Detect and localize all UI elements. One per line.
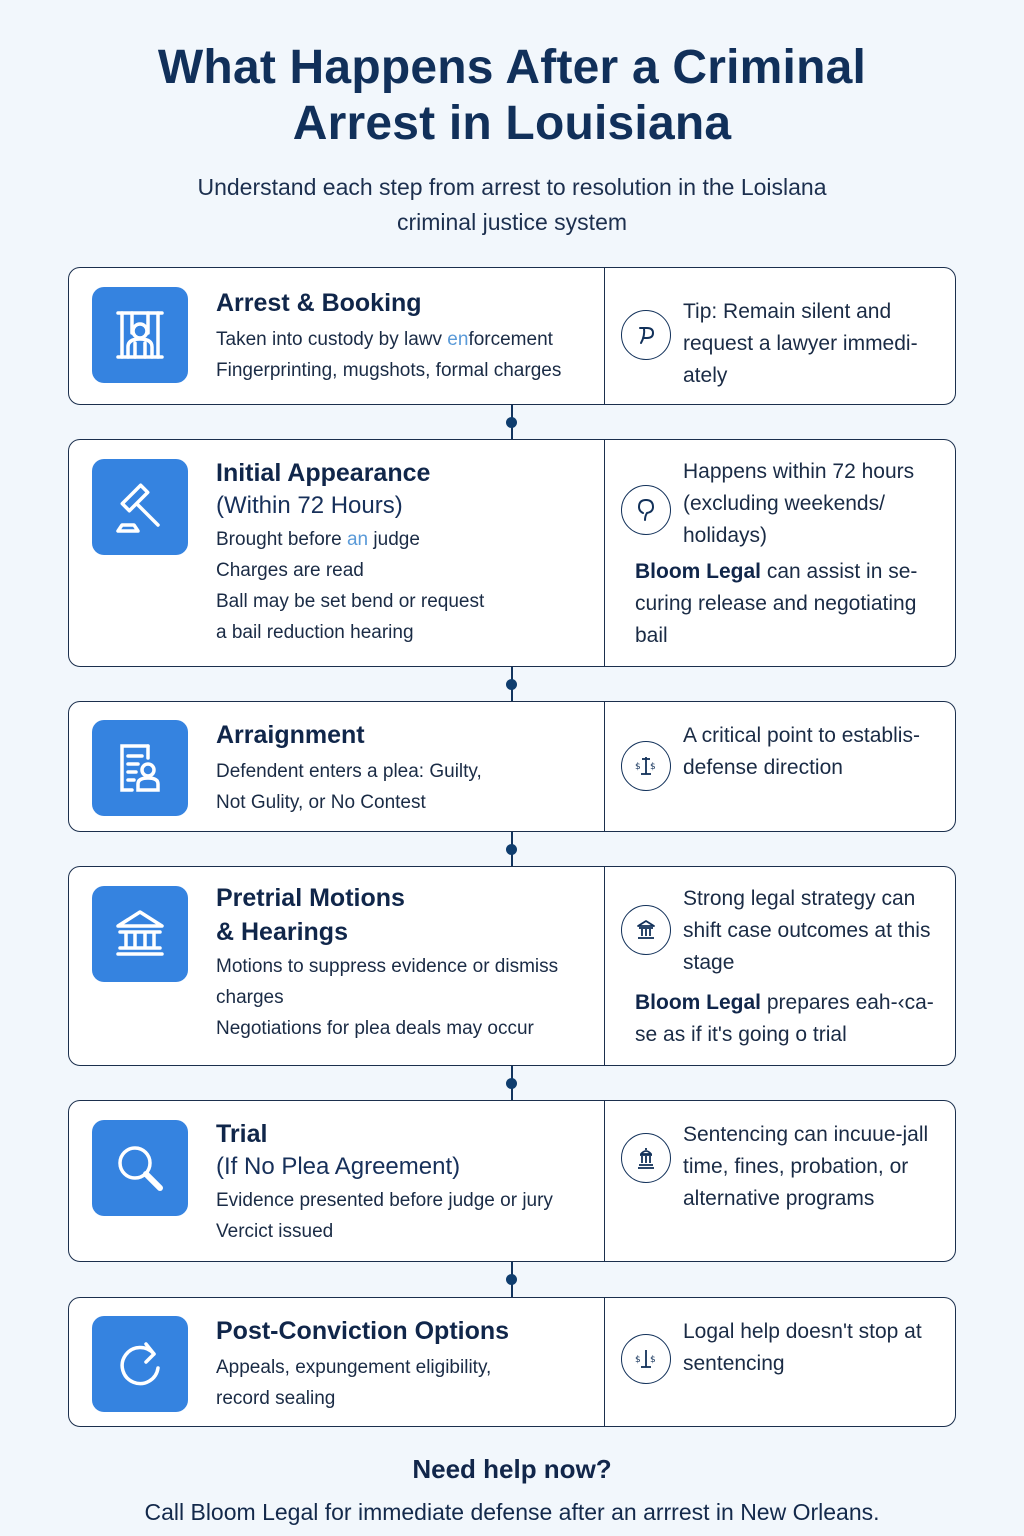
title-line-2: Arrest in Louisiana [292,97,732,150]
timeline-dot [506,844,517,855]
svg-text:$: $ [635,1355,641,1365]
lightbulb-icon [621,485,671,535]
step-title-line-2: & Hearings [216,918,348,946]
step-title: Post-Conviction Options [216,1317,510,1345]
dollar-scales-icon: $ $ [621,1334,671,1384]
step-card-arraignment: Arraignment Defendent enters a plea: Gui… [68,701,956,832]
step-bullet: Brought before an judge [216,529,420,550]
step-bullet: Not Gulity, or No Contest [216,792,426,813]
step-bullet: charges [216,987,284,1008]
step-card-post-conviction: Post-Conviction Options Appeals, expunge… [68,1297,956,1427]
jail-bars-person-icon [92,287,188,383]
courthouse-icon [92,886,188,982]
timeline-dot [506,417,517,428]
step-bullet: Motions to suppress evidence or dismiss [216,956,559,977]
step-bullet: Appeals, expungement eligibility, [216,1357,492,1378]
timeline-dot [506,679,517,690]
svg-text:$: $ [635,762,641,772]
side-brand-note: Bloom Legal prepares eah-‹ca-se as if it… [635,991,934,1046]
redo-arrow-icon [92,1316,188,1412]
cta-text: Call Bloom Legal for immediate defense a… [144,1499,880,1525]
step-bullet: a bail reduction hearing [216,622,414,643]
header: What Happens After a Criminal Arrest in … [0,40,1024,240]
shield-p-icon [621,310,671,360]
step-subtitle: (Within 72 Hours) [216,492,403,519]
step-bullet: record sealing [216,1388,336,1409]
side-note: Sentencing can incuue-jall time, fines, … [683,1123,929,1210]
step-bullet: Evidence presented before judge or jury [216,1190,553,1211]
step-bullet: Vercict issued [216,1221,334,1242]
side-brand-note: Bloom Legal can assist in se-curing rele… [635,560,918,647]
gavel-icon [92,459,188,555]
step-bullet: Ball may be set bend or request [216,591,485,612]
step-title: Arrest & Booking [216,289,422,317]
step-bullet: Charges are read [216,560,364,581]
step-card-arrest-booking: Arrest & Booking Taken into custody by l… [68,267,956,405]
step-card-trial: Trial (If No Plea Agreement) Evidence pr… [68,1100,956,1262]
page-subtitle: Understand each step from arrest to reso… [0,170,1024,240]
timeline-dot [506,1274,517,1285]
step-title: Initial Appearance [216,459,431,487]
svg-text:$: $ [650,1355,656,1365]
subtitle-line-2: criminal justice system [396,209,628,235]
step-card-initial-appearance: Initial Appearance (Within 72 Hours) Bro… [68,439,956,667]
scales-icon: $ $ [621,741,671,791]
side-note: A critical point to establis-defense dir… [683,724,920,779]
svg-text:$: $ [650,762,656,772]
side-tip: Tip: Remain silent and request a lawyer … [683,300,918,387]
footer-cta: Need help now? Call Bloom Legal for imme… [0,1450,1024,1530]
step-bullet: Defendent enters a plea: Guilty, [216,761,482,782]
document-person-icon [92,720,188,816]
side-note: Logal help doesn't stop at sentencing [683,1320,922,1375]
side-note: Happens within 72 hours (excluding weeke… [683,460,915,547]
step-title: Trial [216,1120,268,1148]
step-bullet: Negotiations for plea deals may occur [216,1018,534,1039]
title-line-1: What Happens After a Criminal [157,41,867,94]
step-bullet: Taken into custody by lawv enforcement [216,329,553,350]
step-title: Arraignment [216,721,365,749]
timeline-dot [506,1078,517,1089]
cta-title: Need help now? [412,1454,612,1484]
step-bullet: Fingerprinting, mugshots, formal charges [216,360,562,381]
step-subtitle: (If No Plea Agreement) [216,1153,461,1180]
domed-building-icon [621,1133,671,1183]
step-title: Pretrial Motions [216,884,405,912]
page-title: What Happens After a Criminal Arrest in … [0,40,1024,152]
magnifier-icon [92,1120,188,1216]
subtitle-line-1: Understand each step from arrest to reso… [197,174,827,200]
side-note: Strong legal strategy can shift case out… [683,887,931,974]
step-card-pretrial-motions: Pretrial Motions & Hearings Motions to s… [68,866,956,1066]
courthouse-small-icon [621,905,671,955]
